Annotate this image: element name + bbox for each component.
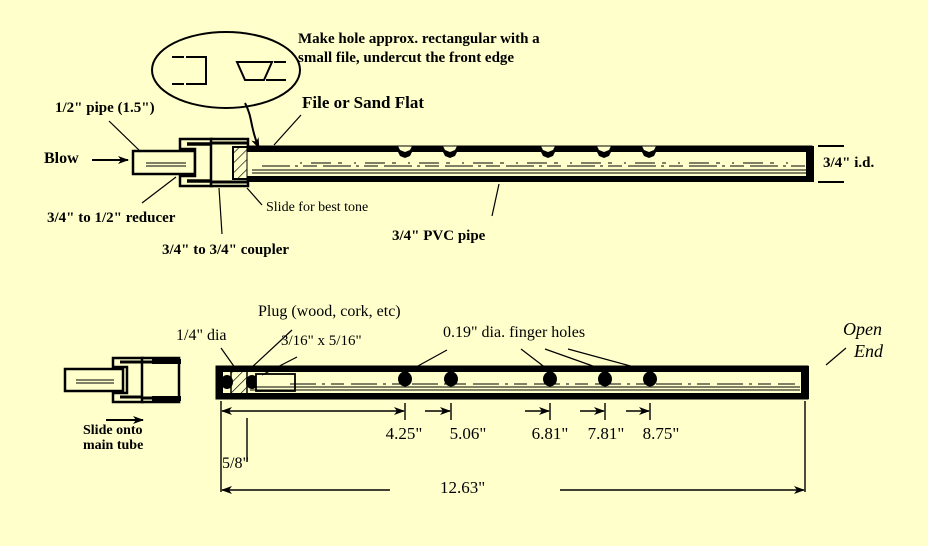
finger-hole xyxy=(643,371,657,387)
finger-hole xyxy=(444,371,458,387)
open-end-label-line1: Open xyxy=(843,319,882,339)
slot-size-label: 3/16" x 5/16" xyxy=(281,333,362,349)
open-end-label-line2: End xyxy=(854,341,883,361)
hole-dim-1: 4.25" xyxy=(385,424,423,443)
slide-onto-label-line2: main tube xyxy=(83,438,144,453)
finger-hole xyxy=(398,371,412,387)
finger-hole xyxy=(543,371,557,387)
dimension-extension-lines xyxy=(220,401,806,492)
embouchure-slot-hole xyxy=(246,375,258,389)
embouchure-detail-callout xyxy=(151,31,301,149)
quarter-dia-label: 1/4" dia xyxy=(176,327,227,344)
half-inch-mouth-pipe xyxy=(131,149,197,176)
detached-mouthpiece-sub-assembly xyxy=(63,356,181,424)
plug-label: Plug (wood, cork, etc) xyxy=(258,303,401,320)
slide-for-best-tone-label: Slide for best tone xyxy=(266,200,369,215)
quarter-inch-dia-hole xyxy=(221,375,233,389)
hole-dim-3: 6.81" xyxy=(531,424,569,443)
main-pvc-tube-bottom xyxy=(215,365,809,400)
bottom-assembly-drawing xyxy=(63,329,847,494)
blow-label: Blow xyxy=(44,150,79,167)
inner-diameter-dimension xyxy=(818,145,844,183)
file-or-sand-flat-label: File or Sand Flat xyxy=(302,93,424,112)
finger-hole xyxy=(598,371,612,387)
callout-note-line2: small file, undercut the front edge xyxy=(298,50,515,66)
coupler-label: 3/4" to 3/4" coupler xyxy=(162,242,290,258)
top-leader-lines xyxy=(108,114,500,235)
hole-dim-4: 7.81" xyxy=(587,424,625,443)
half-inch-pipe-label: 1/2" pipe (1.5") xyxy=(55,100,155,116)
overall-length-label: 12.63" xyxy=(440,478,486,497)
main-pvc-tube-top xyxy=(246,145,814,182)
hole-dim-5: 8.75" xyxy=(642,424,680,443)
plug-offset-dimension-label: 5/8" xyxy=(222,455,249,472)
hole-dim-2: 5.06" xyxy=(449,424,487,443)
pvc-pipe-label: 3/4" PVC pipe xyxy=(392,228,486,244)
finger-holes-label: 0.19" dia. finger holes xyxy=(443,324,586,341)
callout-note-line1: Make hole approx. rectangular with a xyxy=(298,31,540,47)
reducer-label: 3/4" to 1/2" reducer xyxy=(47,210,176,226)
top-assembly-drawing xyxy=(92,114,844,235)
inner-diameter-label: 3/4" i.d. xyxy=(823,155,875,171)
bottom-leader-lines xyxy=(220,329,847,376)
slide-onto-label-line1: Slide onto xyxy=(83,423,143,438)
